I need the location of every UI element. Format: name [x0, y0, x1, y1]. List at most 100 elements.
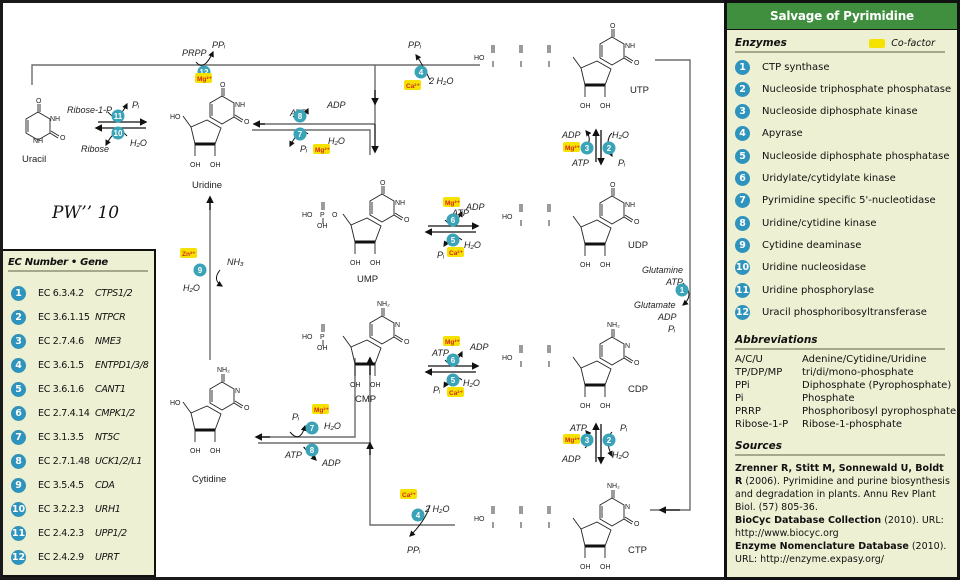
label-glutamate: Glutamate [634, 300, 676, 310]
enzyme-name: Pyrimidine specific 5'-nucleotidase [762, 195, 936, 207]
enzyme-badge-number: 5 [451, 376, 456, 385]
atom: N [235, 388, 240, 395]
cofactor-tag-text: Mg²⁺ [197, 76, 213, 83]
enzyme-name: Uridine/cytidine kinase [762, 217, 877, 229]
cmp-cytidine-line-upper [262, 358, 356, 438]
cofactor-tag-bg [313, 144, 330, 154]
molecule-uracil: O NH O NH [25, 98, 66, 145]
gene-name: CANT1 [95, 383, 126, 395]
source-citation: Enzyme Nomenclature Database (2010). URL… [735, 540, 951, 566]
compound-label-ump: UMP [357, 274, 378, 285]
label-h2o: H₂O [130, 138, 147, 148]
atom: OH [350, 260, 361, 267]
molecule-udp: O NH O HO OH OH [502, 182, 640, 269]
label-h2o: H₂O [463, 378, 480, 388]
enzyme-name: Uridylate/cytidylate kinase [762, 173, 896, 184]
atom: OH [210, 448, 221, 455]
atom: N [625, 504, 630, 511]
molecule-cytidine: NH₂ N O HO OH OH [170, 367, 250, 455]
atom: HO [170, 114, 181, 121]
abbreviation-key: PRRP [735, 406, 761, 417]
enzyme-badge-circle [414, 65, 428, 79]
abbreviation-value: Ribose-1-phosphate [802, 419, 903, 430]
atom: OH [350, 382, 361, 389]
enzyme-badge-number: 6 [451, 356, 456, 365]
cofactor-tag-text: Zn²⁺ [182, 251, 196, 258]
uracil-to-utp-line [31, 64, 480, 85]
atom: O [610, 182, 616, 189]
atom: O [404, 339, 410, 346]
label-adp: ADP [561, 454, 581, 464]
abbreviation-value: Phosphate [802, 393, 855, 404]
enzyme-badge-number: 8 [298, 112, 303, 121]
enzyme-badge-circle [446, 353, 460, 367]
enzyme-badge: 8 [305, 443, 319, 457]
enzyme-name: Uracil phosphoribosyltransferase [762, 306, 927, 318]
enzyme-name: Uridine nucleosidase [762, 262, 867, 274]
atom: O [60, 135, 66, 142]
enzyme-badge: 4 [411, 508, 425, 522]
atom: OH [190, 162, 201, 169]
enzyme-badge-number: 10 [114, 129, 123, 138]
molecule-ctp: NH₂ N O HO OH OH [474, 483, 640, 571]
atom: O [36, 98, 42, 105]
enzyme-name: Cytidine deaminase [762, 239, 862, 251]
atom: OH [370, 260, 381, 267]
label-atp: ATP [569, 423, 587, 433]
enzyme-number-badge: 5 [735, 148, 750, 164]
enzyme-badge-circle [293, 109, 307, 123]
atom: OH [190, 448, 201, 455]
enzyme-badge-circle [193, 263, 207, 277]
enzyme-number-badge: 4 [11, 357, 26, 373]
atom: N [625, 343, 630, 350]
enzyme-badge: 3 [580, 433, 594, 447]
atom: P [320, 334, 325, 341]
uridine-ump-line-lower [252, 129, 371, 155]
cofactor-tag-bg [447, 247, 464, 257]
author-signature: PW’’ 10 [51, 203, 119, 223]
enzyme-badge: 1 [675, 283, 689, 297]
enzyme-badge-number: 7 [298, 130, 303, 139]
cofactor-tag-bg [447, 387, 464, 397]
cofactor-tag-ca: Ca²⁺ [447, 387, 464, 397]
ec-number: EC 3.6.1.15 [38, 311, 90, 323]
enzyme-badge: 2 [602, 433, 616, 447]
cofactor-tag-text: Mg²⁺ [445, 200, 461, 207]
enzyme-badge-circle [111, 109, 125, 123]
atom: NH [235, 102, 245, 109]
abbreviation-key: TP/DP/MP [735, 367, 783, 378]
atom: NH₂ [607, 322, 620, 329]
arrowheads [94, 90, 680, 514]
atom: NH [50, 116, 60, 123]
enzyme-number-badge: 7 [735, 193, 750, 209]
cofactor-tag-text: Ca²⁺ [449, 250, 463, 257]
enzyme-name: Nucleoside triphosphate phosphatase [762, 83, 952, 95]
cofactor-tag-mg: Mg²⁺ [195, 73, 213, 83]
atom: O [610, 23, 616, 30]
ec-panel-heading: EC Number • Gene [8, 257, 148, 272]
cofactor-tag-bg [195, 73, 212, 83]
atom: O [380, 180, 386, 187]
molecule-cmp: NH₂ N O HO P OH OH OH [302, 301, 410, 389]
enzyme-badge-circle [411, 508, 425, 522]
enzyme-badge-number: 2 [607, 436, 612, 445]
label-pi: Pᵢ [620, 423, 628, 433]
enzyme-badge-number: 3 [585, 144, 590, 153]
cofactor-tag-text: Ca²⁺ [402, 492, 416, 499]
enzyme-name: Apyrase [762, 128, 803, 140]
atom: OH [580, 403, 591, 410]
cofactor-tag-text: Mg²⁺ [445, 339, 461, 346]
